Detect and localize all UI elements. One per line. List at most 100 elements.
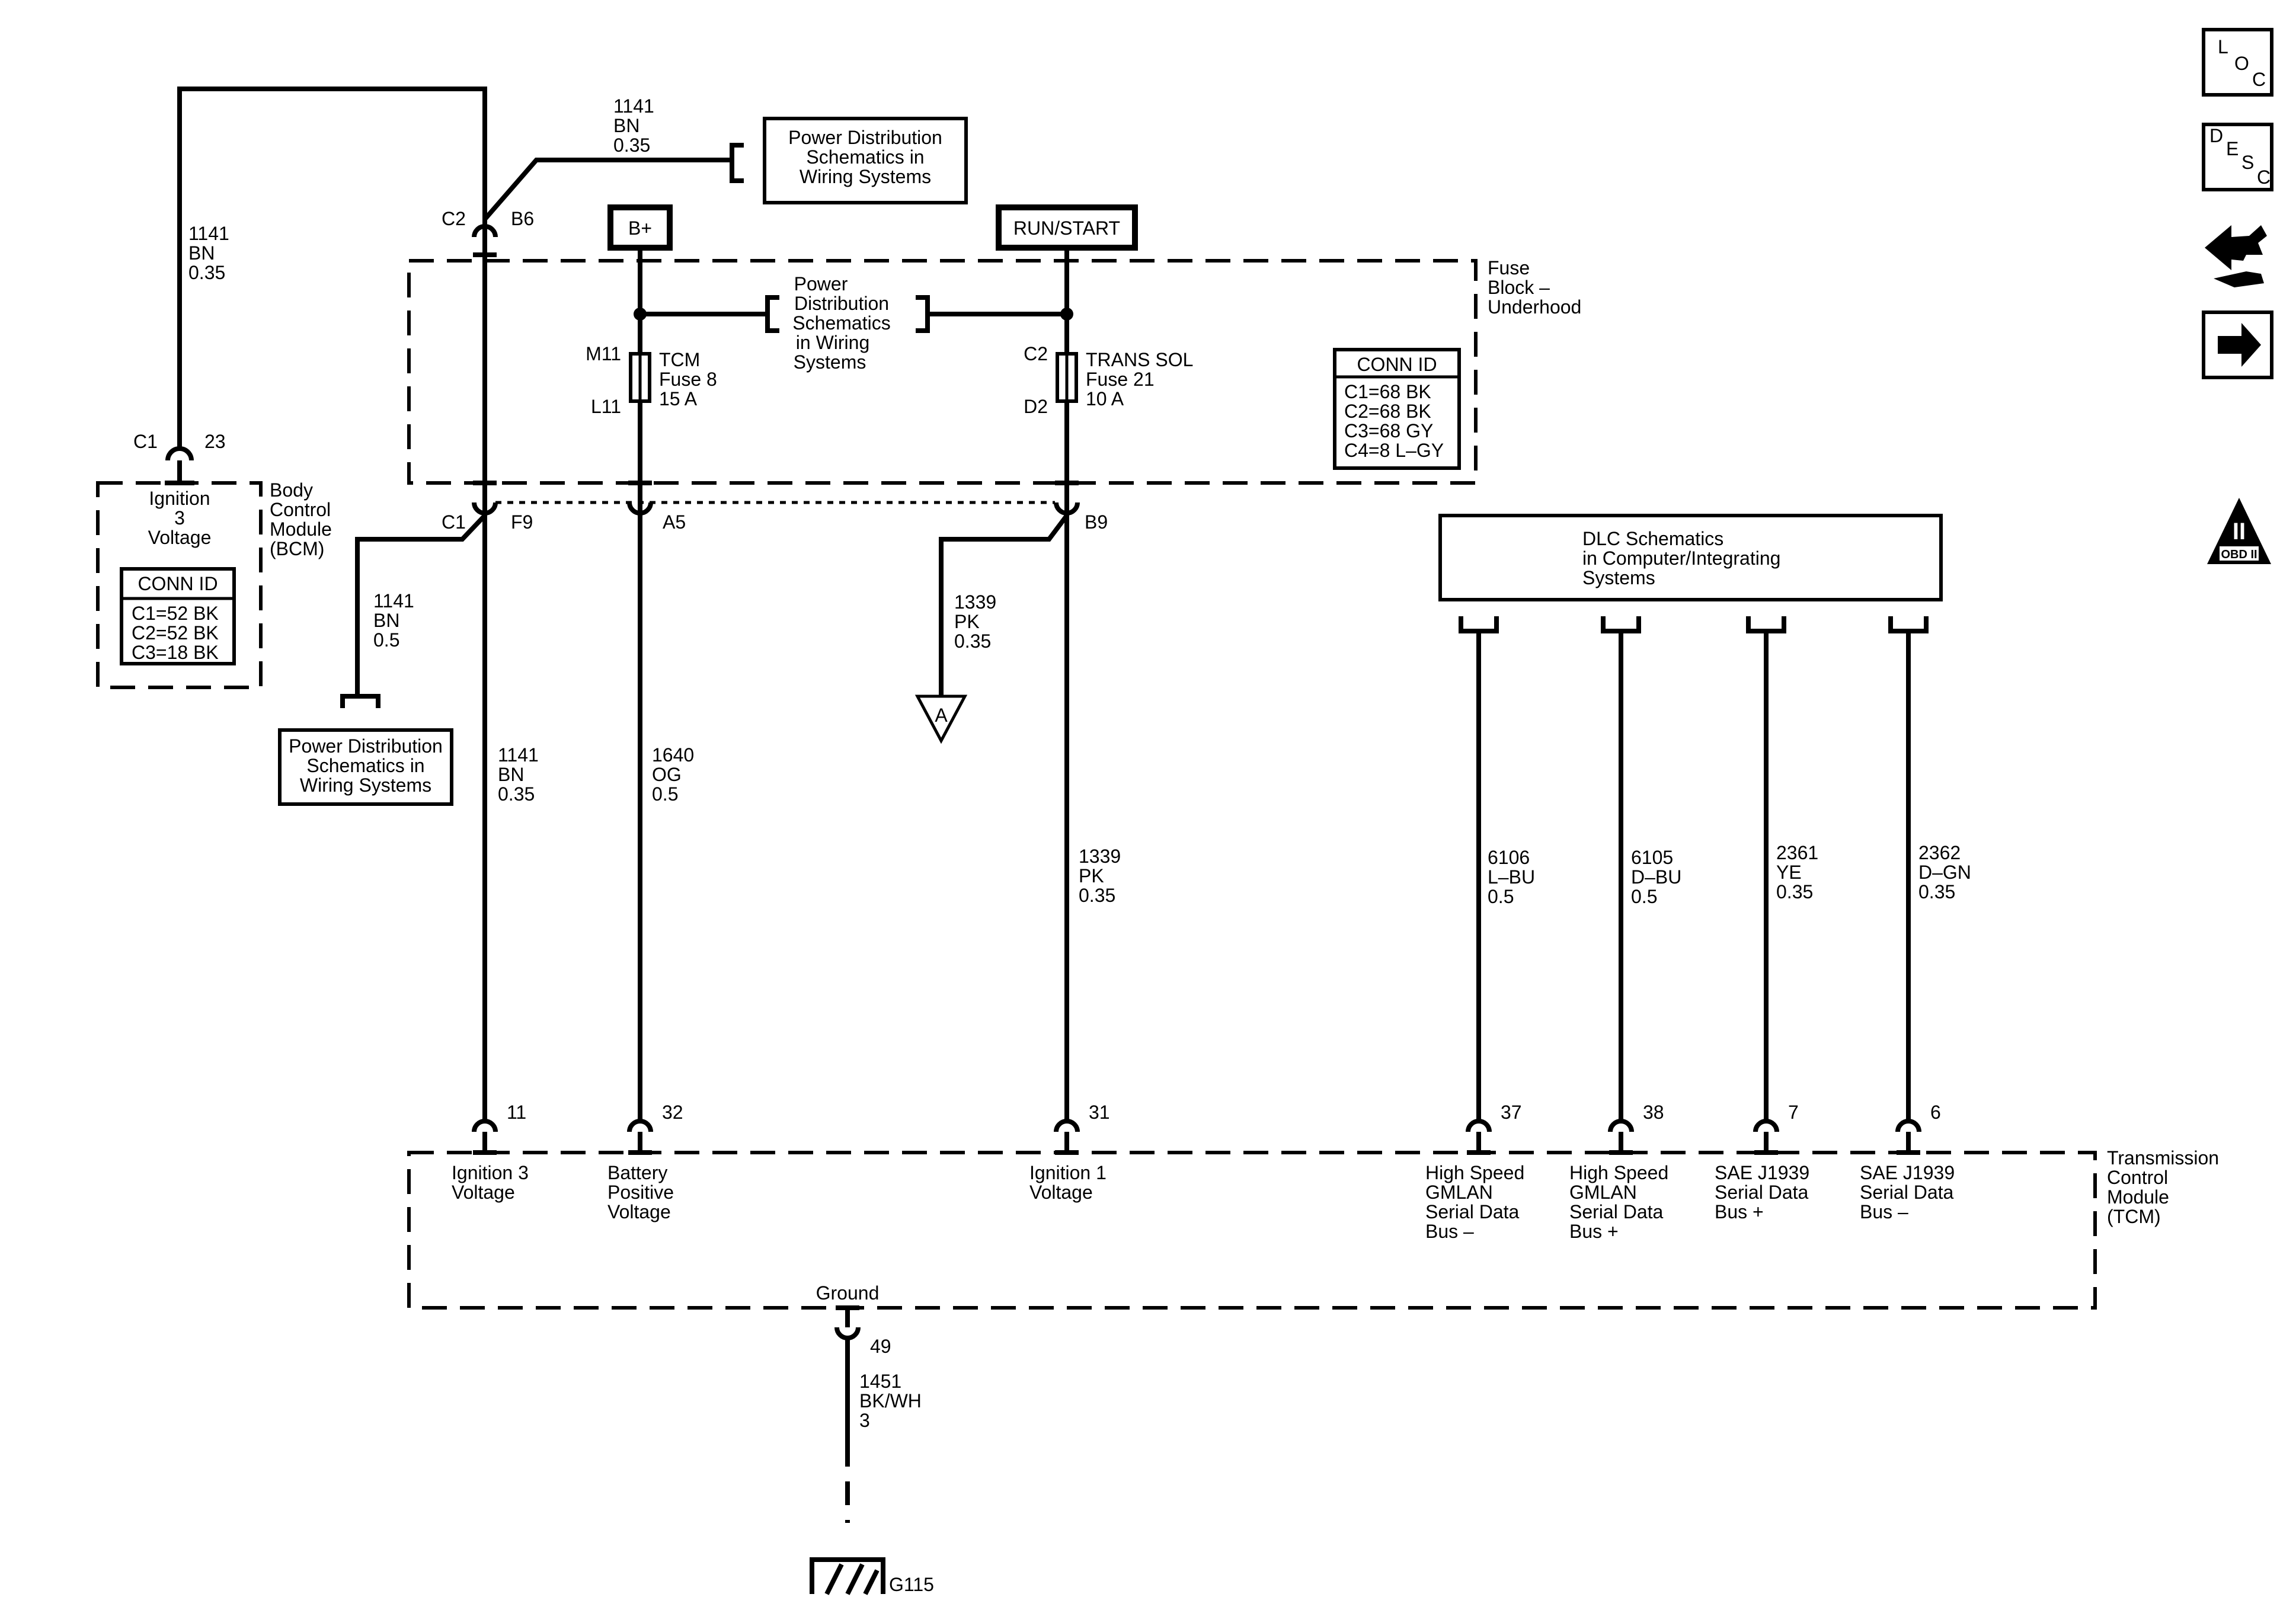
tcm-ground-pin: Ground 49 [816,1282,891,1357]
svg-text:Schematics: Schematics [792,312,890,334]
svg-text:Wiring Systems: Wiring Systems [300,774,431,796]
svg-text:Body: Body [270,479,313,501]
svg-text:BN: BN [188,242,215,264]
svg-text:10 A: 10 A [1086,388,1124,409]
bcm-module: Ignition 3 Voltage CONN ID C1=52 BK C2=5… [96,479,332,689]
pd-ref-top-wire [482,143,744,221]
svg-text:TCM: TCM [659,349,700,370]
svg-text:49: 49 [870,1336,891,1357]
svg-text:B9: B9 [1085,511,1108,533]
fuse-block-underhood: Fuse Block – Underhood [407,257,1581,485]
svg-text:(TCM): (TCM) [2107,1206,2161,1227]
svg-text:BN: BN [498,764,524,785]
svg-text:OBD II: OBD II [2221,548,2257,561]
svg-text:SAE J1939: SAE J1939 [1860,1162,1955,1183]
obd-ii-icon[interactable]: II OBD II [2207,498,2271,564]
svg-text:31: 31 [1089,1102,1110,1123]
svg-text:3: 3 [859,1410,870,1431]
svg-text:C2=68 BK: C2=68 BK [1344,401,1431,422]
svg-text:Serial Data: Serial Data [1425,1201,1520,1222]
svg-text:RUN/START: RUN/START [1013,217,1120,239]
svg-text:0.5: 0.5 [1631,886,1657,907]
svg-text:B6: B6 [511,208,534,229]
svg-text:Power: Power [794,273,848,295]
bcm-name: Body Control Module (BCM) [270,479,332,559]
power-distribution-ref-left[interactable]: Power Distribution Schematics in Wiring … [278,728,453,806]
wire-1141-tcm-label: 1141 BN 0.35 [498,744,539,805]
svg-text:Bus –: Bus – [1425,1221,1474,1242]
svg-text:A: A [935,705,948,726]
svg-text:in Computer/Integrating: in Computer/Integrating [1582,548,1780,569]
svg-text:(BCM): (BCM) [270,538,324,559]
svg-text:Ignition: Ignition [149,488,210,509]
tcm-pin-11: 11 Ignition 3 Voltage [452,1102,529,1203]
svg-text:C3=18 BK: C3=18 BK [132,642,219,663]
svg-text:CONN ID: CONN ID [1357,354,1437,375]
svg-text:32: 32 [662,1102,683,1123]
tcm-module: Transmission Control Module (TCM) [407,1147,2219,1310]
arrow-right-icon[interactable] [2202,311,2273,379]
svg-text:Ignition 3: Ignition 3 [452,1162,529,1183]
svg-text:L11: L11 [591,396,621,417]
fuse-tcm: M11 L11 TCM Fuse 8 15 A [586,343,717,417]
svg-text:0.35: 0.35 [1079,885,1115,906]
wire-1141-bcm-label: 1141 BN 0.35 [188,223,229,283]
svg-text:15 A: 15 A [659,388,698,409]
svg-text:Bus –: Bus – [1860,1201,1908,1222]
svg-text:High Speed: High Speed [1425,1162,1524,1183]
svg-text:1451: 1451 [859,1371,901,1392]
svg-text:GMLAN: GMLAN [1425,1182,1493,1203]
loc-icon[interactable]: L O C [2202,28,2273,97]
svg-text:Wiring Systems: Wiring Systems [800,166,931,187]
svg-text:Power Distribution: Power Distribution [788,127,942,148]
svg-text:Module: Module [270,518,332,540]
svg-text:PK: PK [1079,865,1104,886]
svg-text:L–BU: L–BU [1488,866,1535,888]
svg-text:Control: Control [270,499,331,520]
svg-text:0.35: 0.35 [613,135,650,156]
svg-text:YE: YE [1776,862,1802,883]
svg-text:Fuse 21: Fuse 21 [1086,369,1155,390]
svg-text:0.5: 0.5 [373,629,399,651]
connector-icon[interactable] [2205,225,2267,287]
desc-icon[interactable]: D E S C [2202,123,2273,191]
svg-text:Power Distribution: Power Distribution [289,735,443,757]
svg-text:C1: C1 [442,511,466,533]
tcm-pin-6: 6 SAE J1939 Serial Data Bus – [1860,1102,1955,1222]
svg-text:1141: 1141 [498,744,539,766]
svg-text:F9: F9 [511,511,533,533]
svg-text:C2: C2 [1024,343,1048,364]
svg-text:6106: 6106 [1488,847,1530,868]
svg-text:BN: BN [613,115,639,136]
svg-text:E: E [2226,138,2239,159]
svg-text:37: 37 [1501,1102,1522,1123]
svg-text:D–BU: D–BU [1631,866,1681,888]
svg-text:2362: 2362 [1918,842,1961,863]
svg-text:C: C [2257,167,2271,188]
svg-text:Transmission: Transmission [2107,1147,2219,1169]
branch-to-pd-left [340,514,487,708]
svg-text:11: 11 [507,1102,526,1123]
tcm-pin-7: 7 SAE J1939 Serial Data Bus + [1715,1102,1809,1222]
dlc-schematics-ref[interactable]: DLC Schematics in Computer/Integrating S… [1438,514,1943,601]
branch-to-offpage-a: A [914,514,1069,744]
svg-text:Serial Data: Serial Data [1569,1201,1664,1222]
bcm-connector: C1 23 [133,431,226,485]
tcm-pin-37: 37 High Speed GMLAN Serial Data Bus – [1425,1102,1524,1242]
svg-text:6: 6 [1930,1102,1941,1123]
svg-text:Positive: Positive [607,1182,674,1203]
tcm-pin-32: 32 Battery Positive Voltage [607,1102,683,1222]
power-distribution-ref-top[interactable]: Power Distribution Schematics in Wiring … [763,117,968,204]
power-distribution-ref-mid[interactable]: Power Distribution Schematics in Wiring … [765,273,930,373]
svg-text:C: C [2252,69,2266,90]
svg-text:C1=68 BK: C1=68 BK [1344,381,1431,402]
svg-text:Bus +: Bus + [1715,1201,1764,1222]
wire-6105-label: 6105 D–BU 0.5 [1631,847,1681,907]
svg-text:Fuse 8: Fuse 8 [659,369,717,390]
svg-text:DLC Schematics: DLC Schematics [1582,528,1723,549]
svg-text:B+: B+ [628,217,652,239]
svg-text:A5: A5 [663,511,686,533]
svg-text:0.35: 0.35 [1918,881,1955,902]
svg-text:Voltage: Voltage [1029,1182,1093,1203]
